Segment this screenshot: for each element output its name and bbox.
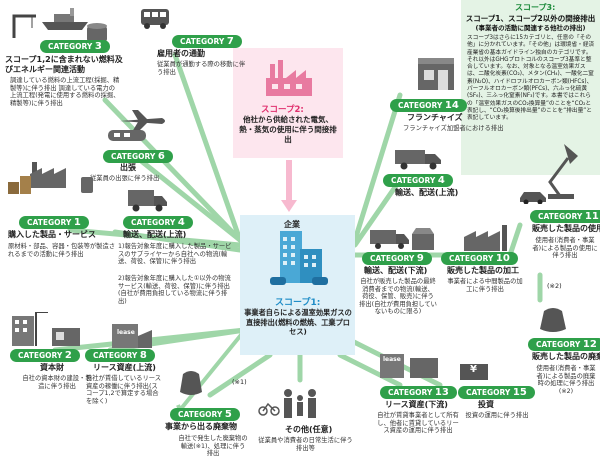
category-6-desc: 従業員の出張に伴う排出: [90, 175, 160, 182]
category-2-desc: 自社の資本財の建設・製造に伴う排出: [22, 375, 92, 390]
category-1-desc: 原材料・部品、容器・包装等が製造されるまでの活動に伴う排出: [8, 243, 116, 258]
category-2-badge: CATEGORY 2: [10, 349, 80, 362]
lease-building-icon: [112, 324, 152, 348]
ship-icon: [42, 8, 88, 30]
category-12-badge: CATEGORY 12: [528, 338, 600, 351]
car-icon: [520, 192, 546, 204]
boxes-icon: [8, 176, 31, 194]
category-1-title: 購入した製品・サービス: [8, 230, 96, 239]
category-9-desc: 自社が販売した製品の最終消費者までの物流(輸送、荷役、保管、販売)に伴う排出(自…: [359, 278, 437, 316]
factory-icon: [30, 162, 66, 188]
category-8-desc: 自社が賃借しているリース資産の稼働に伴う排出(スコープ1,2で算定する場合を除く…: [86, 375, 162, 405]
other-desc: 従業員や消費者の日常生活に伴う排出等: [258, 437, 353, 452]
category-6-badge: CATEGORY 6: [103, 150, 173, 163]
power-plant-icon: [266, 60, 312, 96]
scope3-body: スコープ3はさらに15カテゴリと、任意の「その他」に分かれています。「その他」は…: [467, 35, 595, 122]
scope1-desc: 事業者自らによる温室効果ガスの直接排出(燃料の燃焼、工業プロセス): [244, 308, 352, 336]
truck-icon: [128, 190, 167, 212]
scope3-panel: スコープ3: スコープ1、スコープ2以外の間接排出 (事業者の活動に関連する他社…: [461, 0, 600, 175]
category-15-title: 投資: [478, 400, 494, 409]
category-13-badge: CATEGORY 13: [380, 386, 457, 399]
truck-downstream-icon: [370, 230, 409, 249]
delivery-truck-icon: [395, 150, 441, 170]
category-4-upstream-desc2: 2)報告対象年度に購入した①以外の物流サービス(輸送、荷役、保管)に伴う排出(自…: [118, 275, 231, 305]
category-3-desc: 調達している燃料の上流工程(採掘、精製等)に伴う排出 調達している電力の上流工程…: [10, 77, 120, 107]
train-icon: [108, 130, 146, 141]
company-label: 企業: [284, 220, 300, 229]
category-4-right-badge: CATEGORY 4: [383, 174, 453, 187]
note-2: (※2): [547, 282, 562, 290]
category-5-title: 事業から出る廃棄物: [165, 422, 237, 431]
category-14-badge: CATEGORY 14: [390, 99, 467, 112]
category-13-desc: 自社が賃貸事業者として所有し、他者に賃貸しているリース資産の運用に伴う排出: [377, 412, 459, 435]
bus-icon: [141, 9, 169, 29]
lease-tag-label-2: lease: [383, 356, 401, 363]
category-10-badge: CATEGORY 10: [441, 252, 518, 265]
category-13-title: リース資産(下流): [385, 400, 448, 409]
oil-tank-icon: [87, 23, 107, 42]
scope1-panel: 企業 スコープ1: 事業者自らによる温室効果ガスの直接排出(燃料の燃焼、工業プロ…: [240, 215, 355, 355]
category-5-desc: 自社で発生した廃棄物の輸送(※1)、処理に伴う排出: [178, 435, 248, 458]
crane-icon: [12, 14, 36, 38]
scope3-subtitle: スコープ1、スコープ2以外の間接排出: [465, 14, 596, 23]
scope2-label: スコープ2:: [261, 105, 304, 115]
category-6-title: 出張: [120, 163, 136, 172]
desk-lamp-icon: [548, 144, 578, 199]
category-5-badge: CATEGORY 5: [170, 408, 240, 421]
lease-tag-label: lease: [117, 329, 135, 336]
category-3-title: スコープ1,2に含まれない燃料及びエネルギー関連活動: [5, 55, 123, 74]
category-14-title: フランチャイズ: [407, 113, 463, 122]
scope2-panel: スコープ2: 他社から供給された電気、熱・蒸気の使用に伴う間接排出: [233, 48, 343, 158]
barrel-icon: [81, 177, 93, 193]
category-8-badge: CATEGORY 8: [85, 349, 155, 362]
category-4-upstream-title: 輸送、配送(上流): [123, 230, 187, 239]
trash-bag-icon: [540, 308, 566, 332]
category-2-title: 資本財: [40, 363, 64, 372]
category-12-desc: 使用者(消費者・事業者)による製品の廃棄時の処理に伴う排出(※2): [536, 365, 596, 395]
shop-icon: [412, 228, 434, 250]
category-11-desc: 使用者(消費者・事業者)による製品の使用に伴う排出: [532, 237, 598, 260]
other-title: その他(任意): [285, 425, 333, 434]
lease-equipment-icon: [380, 354, 438, 378]
category-11-title: 販売した製品の使用: [532, 224, 600, 233]
category-15-badge: CATEGORY 15: [458, 386, 535, 399]
category-10-title: 販売した製品の加工: [447, 266, 519, 275]
category-11-badge: CATEGORY 11: [530, 210, 600, 223]
category-3-badge: CATEGORY 3: [40, 40, 110, 53]
category-8-title: リース資産(上流): [93, 363, 156, 372]
category-9-title: 輸送、配送(下流): [364, 266, 428, 275]
factory-building-icon: [270, 231, 328, 285]
processing-factory-icon: [464, 225, 507, 251]
building-construction-icon: [12, 312, 48, 346]
scope3-subtitle2: (事業者の活動に関連する他社の排出): [475, 24, 586, 32]
category-14-desc: フランチャイズ加盟者における排出: [403, 125, 504, 132]
category-4-upstream-desc1: 1)報告対象年度に購入した製品・サービスのサプライヤーから自社への物流(輸送、荷…: [118, 243, 232, 266]
category-7-title: 雇用者の通勤: [157, 49, 205, 58]
scope2-desc: 他社から供給された電気、熱・蒸気の使用に伴う間接排出: [239, 115, 337, 144]
scope3-title: スコープ3:: [515, 3, 556, 12]
money-icon: [460, 364, 488, 380]
family-icon: [284, 389, 316, 418]
bicycle-icon: [258, 402, 280, 416]
category-9-badge: CATEGORY 9: [362, 252, 432, 265]
franchise-store-icon: [418, 58, 454, 90]
note-1: (※1): [232, 378, 247, 386]
airplane-icon: [120, 110, 165, 132]
waste-bag-icon: [180, 371, 202, 395]
scope1-label: スコープ1:: [275, 298, 321, 308]
category-10-desc: 事業者による中間製品の加工に伴う排出: [447, 278, 523, 293]
category-15-desc: 投資の運用に伴う排出: [465, 412, 529, 419]
category-4-right-title: 輸送、配送(上流): [395, 188, 459, 197]
category-12-title: 販売した製品の廃棄: [532, 352, 600, 361]
machine-icon: [52, 328, 80, 346]
yen-symbol: ¥: [470, 364, 477, 375]
category-4-upstream-badge: CATEGORY 4: [123, 216, 193, 229]
category-7-badge: CATEGORY 7: [172, 35, 242, 48]
category-1-badge: CATEGORY 1: [19, 216, 89, 229]
category-7-desc: 従業員が通勤する際の移動に伴う排出: [157, 61, 246, 76]
